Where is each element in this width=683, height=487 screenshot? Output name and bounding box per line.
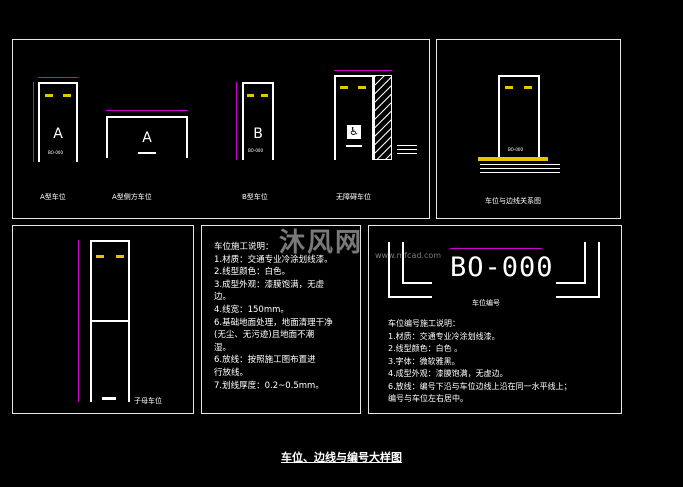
a-side-outline [106,116,188,158]
a-dim-vertical [33,82,34,162]
a-side-code-bar [138,152,156,154]
curb-step-line [480,172,560,173]
a-side-label: A型侧方车位 [112,193,152,201]
b-stall-letter: B [253,126,263,142]
construction-note-line: 1.材质：交通专业冷涂划线漆。 [214,254,333,265]
b-stall-code: BO-000 [248,148,264,153]
a-stall-marker-right [63,94,71,97]
step-line [397,153,417,154]
child-mother-marker-right [116,255,124,258]
construction-notes: 车位施工说明： 1.材质：交通专业冷涂划线漆。 2.线型颜色：白色。 3.成型外… [214,241,333,392]
corner-line [598,242,600,298]
a-side-dim [106,110,188,111]
corner-line [402,282,432,284]
child-mother-divider [90,320,130,322]
a-stall-drawing: A BO-000 [38,82,78,162]
watermark-url: www.mfcad.com [375,251,442,260]
b-stall-drawing: B BO-000 [242,82,274,160]
a-stall-letter: A [53,126,63,142]
accessible-hatch [374,75,392,160]
construction-note-line: (无尘、无污迹)且地面不潮 [214,330,315,341]
child-mother-drawing [90,240,130,402]
construction-note-line: 湿。 [214,342,232,353]
numbering-code-sample: BO-000 [450,252,554,283]
child-mother-dim [78,240,79,402]
a-stall-code: BO-000 [48,150,64,155]
curb-marker-left [505,86,513,89]
corner-line [388,296,432,298]
numbering-note-line: 1.材质：交通专业冷涂划线漆。 [388,331,500,341]
b-dim-vertical [236,82,237,160]
b-stall-label: B型车位 [242,193,268,201]
curb-line [478,157,548,161]
construction-note-line: 3.成型外观：漆膜饱满，无虚 [214,279,325,290]
panel-curb-relation [436,39,621,219]
numbering-corner-right [556,242,600,298]
construction-notes-heading: 车位施工说明： [214,242,274,252]
curb-drawing: BO-000 [498,75,540,157]
corner-line [388,242,390,298]
corner-line [402,242,404,282]
construction-note-line: 4.线宽：150mm。 [214,304,289,315]
construction-note-line: 6.放线：按照施工图布置进 [214,355,316,366]
construction-note-line: 6.基础地面处理，地面清理干净 [214,317,333,328]
b-stall-outline [242,82,274,160]
curb-steps [480,164,560,174]
curb-code: BO-000 [508,147,524,152]
numbering-note-line: 编号与车位左右居中。 [388,394,468,403]
accessible-label: 无障碍车位 [336,193,371,201]
corner-line [584,242,586,282]
numbering-note-line: 6.放线：编号下沿与车位边线上沿在同一水平线上； [388,381,572,391]
accessible-dim [334,70,392,71]
accessible-code-bar [346,145,362,147]
numbering-notes: 车位编号施工说明： 1.材质：交通专业冷涂划线漆。 2.线型颜色：白色 。 3.… [388,318,572,406]
panel-stall-types [12,39,430,219]
b-stall-marker-right [261,94,268,97]
numbering-corner-left [388,242,432,298]
curb-stall-outline [498,75,540,157]
construction-note-line: 行放线。 [214,367,249,378]
panel-construction-notes [201,225,361,414]
accessible-marker-left [340,86,348,89]
numbering-dim [450,248,542,249]
numbering-label: 车位编号 [472,299,500,307]
b-stall-marker-left [247,94,254,97]
step-line [397,145,417,146]
numbering-note-line: 4.成型外观：漆膜饱满，无虚边。 [388,369,508,378]
numbering-notes-heading: 车位编号施工说明： [388,319,460,328]
numbering-note-line: 3.字体：微软雅黑。 [388,356,460,366]
a-side-letter: A [142,130,152,146]
step-line [397,149,417,150]
drawing-title: 车位、边线与编号大样图 [281,451,402,464]
corner-line [556,282,586,284]
child-mother-label: 子母车位 [134,397,162,405]
a-stall-outline [38,82,78,162]
wheelchair-icon: ♿ [347,125,361,139]
curb-marker-right [524,86,532,89]
a-stall-marker-left [45,94,53,97]
panel-numbering [368,225,622,414]
accessible-outline [334,75,374,160]
construction-note-line: 7.划线厚度：0.2~0.5mm。 [214,380,324,391]
child-mother-marker-left [96,255,104,258]
accessible-marker-right [358,86,366,89]
accessible-drawing: ♿ [334,75,374,160]
a-side-drawing: A [106,116,188,158]
a-dim-horizontal [38,77,78,78]
a-stall-label: A型车位 [40,193,66,201]
construction-note-line: 2.线型颜色：白色。 [214,267,291,278]
watermark-logo: 沐风网 [279,228,364,258]
panel-child-mother [12,225,194,414]
corner-line [556,296,600,298]
curb-step-line [480,168,560,169]
curb-label: 车位与边线关系图 [485,197,541,205]
accessible-steps [397,145,417,157]
construction-note-line: 边。 [214,292,232,303]
child-mother-code-bar [102,397,116,400]
curb-step-line [480,164,560,165]
numbering-note-line: 2.线型颜色：白色 。 [388,344,463,353]
